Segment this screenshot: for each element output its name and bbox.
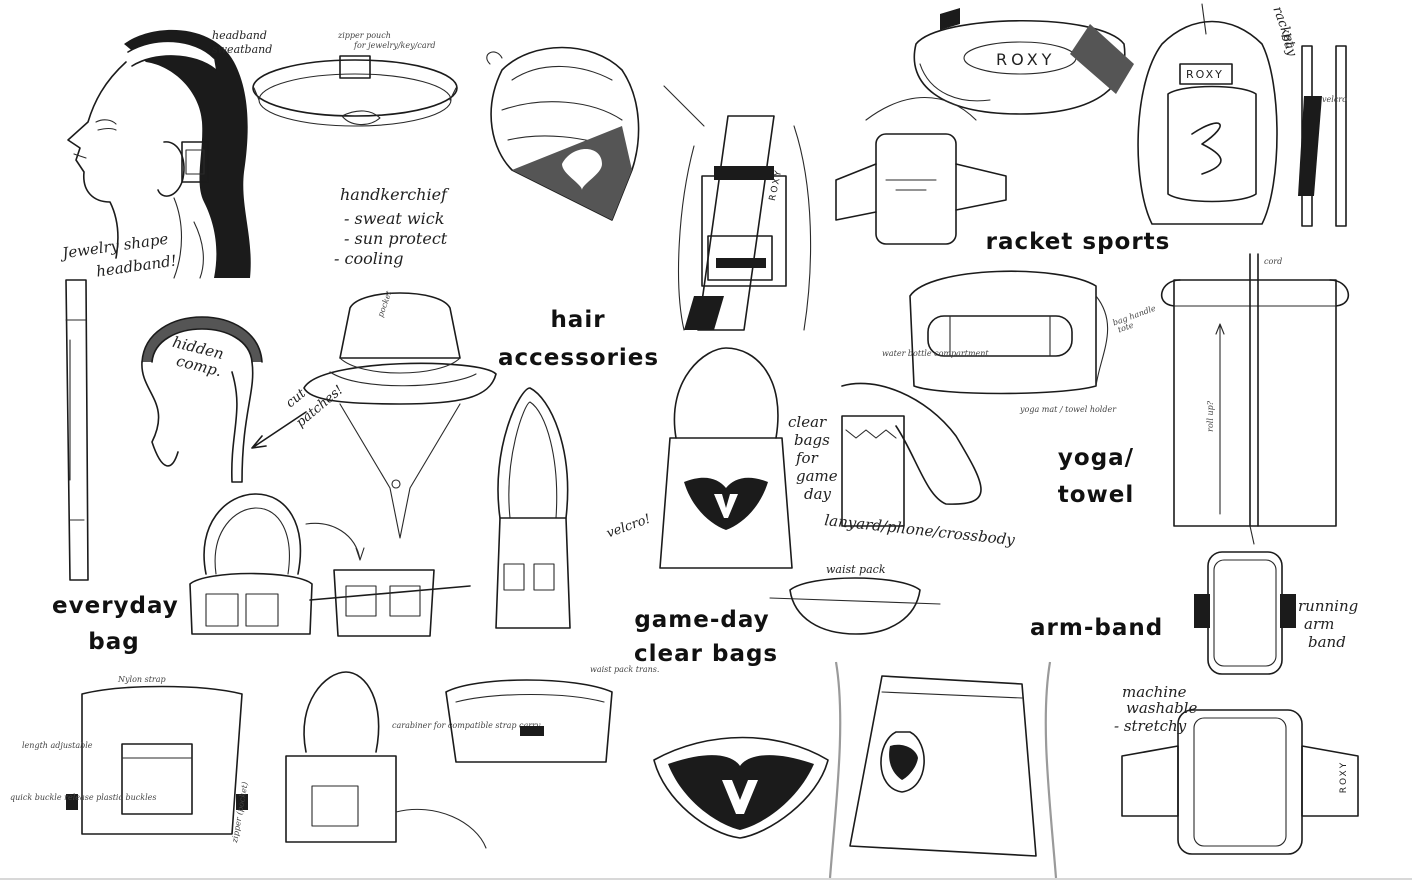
note-machine-1: machine bbox=[1122, 683, 1187, 701]
note-clear-bags-1: clear bbox=[788, 413, 827, 431]
category-gameday-line1: game-day bbox=[634, 607, 770, 633]
yoga-tote-sketch bbox=[900, 256, 1110, 416]
jewelry-headband-strip-sketch bbox=[56, 280, 96, 580]
brand-roxy-backpack: ROXY bbox=[1186, 68, 1224, 81]
note-handkerchief: handkerchief bbox=[340, 185, 447, 204]
note-clear-bags-4: game bbox=[796, 467, 838, 485]
brand-roxy-armband: ROXY bbox=[1339, 760, 1350, 794]
note-cord: cord bbox=[1264, 257, 1283, 266]
sweatband-sketch bbox=[250, 48, 460, 138]
note-sweat-wick: - sweat wick bbox=[344, 209, 445, 228]
category-everyday-line2: bag bbox=[88, 629, 140, 655]
note-waist-pack-trans: waist pack trans. bbox=[590, 665, 660, 674]
note-clear-bags-2: bags bbox=[794, 431, 830, 449]
note-velcro-small: velcro bbox=[1322, 95, 1347, 104]
yoga-towel-sketch bbox=[1150, 254, 1360, 544]
heart-clear-bag-sketch bbox=[648, 730, 834, 840]
everyday-bag-large-sketch bbox=[186, 494, 316, 640]
note-carabiner: carabiner for compatible strap carry bbox=[392, 721, 541, 730]
running-armband-sketch bbox=[1194, 548, 1296, 678]
note-for-jewelry: for jewelry/key/card bbox=[354, 41, 436, 50]
carabiner-bag-sketch bbox=[276, 672, 496, 852]
racket-waistpack-sketch bbox=[900, 8, 1134, 124]
clear-tote-sketch bbox=[656, 348, 796, 572]
note-sweatband: sweatband bbox=[212, 43, 273, 56]
waist-pack-sketch bbox=[770, 574, 940, 644]
note-clear-bags-5: day bbox=[804, 485, 832, 503]
note-machine-2: washable bbox=[1126, 699, 1198, 717]
cut-patches-arrow bbox=[248, 412, 308, 452]
clear-waist-pack-sketch bbox=[436, 672, 622, 772]
category-racket-sports: racket sports bbox=[985, 229, 1171, 255]
category-armband: arm-band bbox=[1030, 615, 1164, 641]
everyday-bag-small-sketch bbox=[310, 566, 474, 642]
note-quick-release: quick buckle release plastic buckles bbox=[10, 793, 157, 802]
note-velcro: velcro! bbox=[604, 511, 653, 542]
racket-strap-sketch bbox=[1298, 36, 1362, 236]
woman-headband-sketch bbox=[54, 29, 251, 278]
lanyard-phone-sketch bbox=[836, 376, 996, 536]
note-running-1: running bbox=[1298, 597, 1359, 615]
note-running-3: band bbox=[1308, 633, 1346, 651]
category-yoga-line1: yoga/ bbox=[1057, 445, 1135, 471]
note-length-adjustable: length adjustable bbox=[22, 741, 93, 750]
category-yoga-line2: towel bbox=[1057, 482, 1135, 508]
category-hair-accessories-line2: accessories bbox=[498, 345, 660, 371]
note-zipper-pouch: zipper pouch bbox=[338, 31, 391, 40]
category-everyday-line1: everyday bbox=[52, 593, 179, 619]
note-stretchy: - stretchy bbox=[1114, 717, 1187, 735]
bottom-border bbox=[0, 878, 1412, 880]
category-gameday-line2: clear bags bbox=[634, 641, 779, 667]
bag-swap-arrow bbox=[302, 520, 366, 564]
note-water-bottle: water bottle compartment bbox=[882, 349, 989, 358]
note-roll-up: roll up? bbox=[1206, 400, 1216, 432]
bucket-hat-sketch bbox=[300, 288, 500, 538]
racket-backpack-sketch bbox=[1132, 4, 1282, 232]
note-waist-pack: waist pack bbox=[826, 563, 886, 576]
note-running-2: arm bbox=[1304, 615, 1335, 633]
note-sun-protect: - sun protect bbox=[344, 229, 448, 248]
racket-crossbody-sketch bbox=[826, 100, 1016, 260]
washable-armband-sketch bbox=[1118, 706, 1364, 856]
category-hair-accessories-line1: hair bbox=[550, 307, 606, 333]
handkerchief-sketch bbox=[472, 40, 672, 220]
bottle-sling-sketch bbox=[490, 388, 580, 638]
note-yoga-mat-holder: yoga mat / towel holder bbox=[1020, 405, 1117, 414]
sling-bag-sketch bbox=[664, 86, 824, 330]
note-clear-bags-3: for bbox=[796, 449, 818, 467]
note-headband: headband bbox=[212, 29, 267, 42]
note-cooling: - cooling bbox=[334, 249, 404, 268]
skirt-pouch-sketch bbox=[826, 662, 1060, 878]
nylon-strap-bag-sketch bbox=[66, 684, 248, 844]
note-nylon-strap: Nylon strap bbox=[118, 675, 166, 684]
brand-roxy-waistpack: ROXY bbox=[996, 50, 1056, 69]
hidden-comp-headband-sketch bbox=[132, 292, 272, 484]
